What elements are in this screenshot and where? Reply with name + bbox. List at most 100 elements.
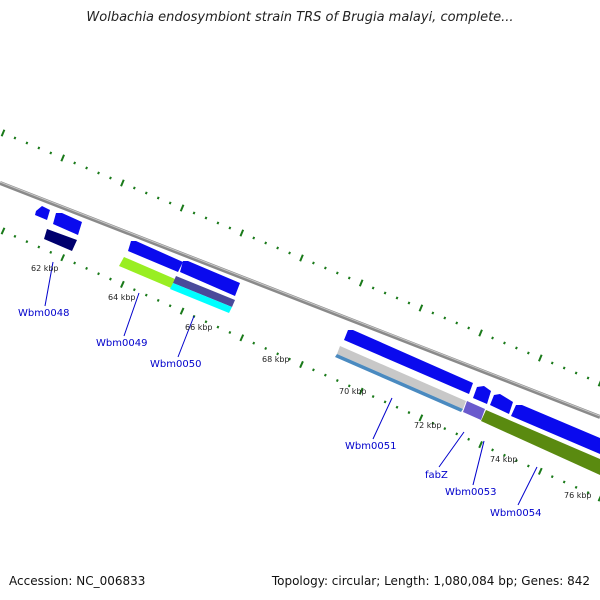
gene-label-wbm0048[interactable]: Wbm0048 — [18, 308, 69, 319]
minor-tick — [97, 171, 100, 175]
scale-label: 62 kbp — [31, 264, 59, 273]
major-tick — [179, 204, 185, 212]
gene-label-wbm0053[interactable]: Wbm0053 — [445, 487, 496, 498]
scale-label: 64 kbp — [108, 293, 136, 302]
minor-tick — [252, 236, 256, 240]
inner-tick-ring — [0, 227, 600, 502]
minor-tick — [25, 141, 29, 145]
minor-tick — [491, 448, 494, 452]
minor-tick — [216, 325, 220, 329]
minor-tick — [467, 437, 471, 441]
major-tick — [299, 254, 304, 262]
minor-tick — [144, 191, 148, 195]
feature-band-olive — [481, 410, 600, 475]
scale-label: 74 kbp — [490, 455, 518, 464]
label-connectors — [44, 261, 538, 506]
minor-tick — [156, 196, 160, 200]
scale-label: 66 kbp — [185, 323, 213, 332]
minor-tick — [288, 357, 291, 361]
major-tick — [597, 380, 600, 387]
minor-tick — [73, 261, 77, 265]
minor-tick — [168, 304, 172, 308]
minor-tick — [312, 261, 315, 265]
minor-tick — [49, 250, 53, 254]
minor-tick — [526, 351, 530, 355]
minor-tick — [503, 453, 506, 457]
map-title: Wolbachia endosymbiont strain TRS of Bru… — [86, 10, 514, 25]
minor-tick — [13, 234, 17, 238]
minor-tick — [252, 341, 256, 345]
scale-labels: 62 kbp 64 kbp 66 kbp 68 kbp 70 kbp 72 kb… — [31, 264, 592, 500]
minor-tick — [192, 211, 196, 215]
gene-arrow — [128, 241, 183, 272]
gene-arrow — [490, 394, 513, 414]
minor-tick — [335, 379, 339, 383]
gene-label-wbm0050[interactable]: Wbm0050 — [150, 359, 201, 370]
minor-tick — [586, 376, 590, 380]
minor-tick — [264, 346, 268, 350]
scale-label: 76 kbp — [564, 491, 592, 500]
minor-tick — [467, 326, 471, 330]
major-tick — [358, 279, 364, 287]
major-tick — [418, 304, 424, 312]
gene-labels: Wbm0048 Wbm0049 Wbm0050 Wbm0051 fabZ Wbm… — [18, 308, 541, 519]
minor-tick — [586, 491, 590, 495]
minor-tick — [395, 296, 399, 300]
minor-tick — [562, 366, 566, 370]
minor-tick — [550, 475, 554, 479]
major-tick — [60, 154, 65, 162]
gene-arrow — [53, 213, 82, 235]
minor-tick — [204, 320, 208, 324]
feature-band-lime — [119, 257, 175, 288]
minor-tick — [443, 427, 447, 431]
outer-tick-ring — [0, 129, 600, 387]
major-tick — [478, 440, 483, 449]
major-tick — [358, 387, 364, 395]
connector-line — [123, 292, 140, 337]
minor-tick — [37, 146, 41, 150]
minor-tick — [407, 301, 411, 305]
minor-tick — [288, 251, 291, 255]
feature-band-purple — [463, 401, 485, 420]
gene-label-wbm0049[interactable]: Wbm0049 — [96, 338, 147, 349]
major-tick — [538, 354, 543, 362]
minor-tick — [132, 288, 136, 292]
minor-tick — [276, 352, 280, 356]
genome-backbone — [0, 181, 600, 419]
minor-tick — [395, 405, 399, 409]
minor-tick — [109, 277, 112, 281]
minor-tick — [431, 421, 435, 425]
gene-arrow — [180, 261, 240, 296]
minor-tick — [228, 226, 232, 230]
minor-tick — [85, 166, 88, 170]
minor-tick — [526, 464, 530, 468]
major-tick — [299, 360, 304, 369]
minor-tick — [276, 246, 280, 250]
scale-label: 72 kbp — [414, 421, 442, 430]
major-tick — [120, 280, 125, 289]
gene-label-fabz[interactable]: fabZ — [425, 470, 448, 481]
major-tick — [239, 229, 245, 237]
minor-tick — [550, 361, 554, 365]
minor-tick — [515, 459, 518, 463]
minor-tick — [73, 161, 77, 165]
minor-tick — [574, 485, 578, 489]
minor-tick — [503, 341, 506, 345]
connector-line — [472, 440, 485, 486]
gene-label-wbm0051[interactable]: Wbm0051 — [345, 441, 396, 452]
minor-tick — [491, 336, 494, 340]
minor-tick — [25, 240, 29, 244]
minor-tick — [13, 136, 17, 140]
feature-band-steelblue — [335, 354, 463, 412]
gene-label-wbm0054[interactable]: Wbm0054 — [490, 508, 541, 519]
minor-tick — [97, 272, 100, 276]
major-tick — [120, 179, 125, 187]
genome-backbone-highlight — [0, 181, 600, 417]
connector-line — [177, 315, 195, 358]
minor-tick — [347, 384, 351, 388]
connector-line — [517, 466, 538, 506]
minor-tick — [335, 271, 339, 275]
minor-tick — [312, 368, 315, 372]
connector-line — [44, 261, 54, 307]
minor-tick — [407, 411, 411, 415]
